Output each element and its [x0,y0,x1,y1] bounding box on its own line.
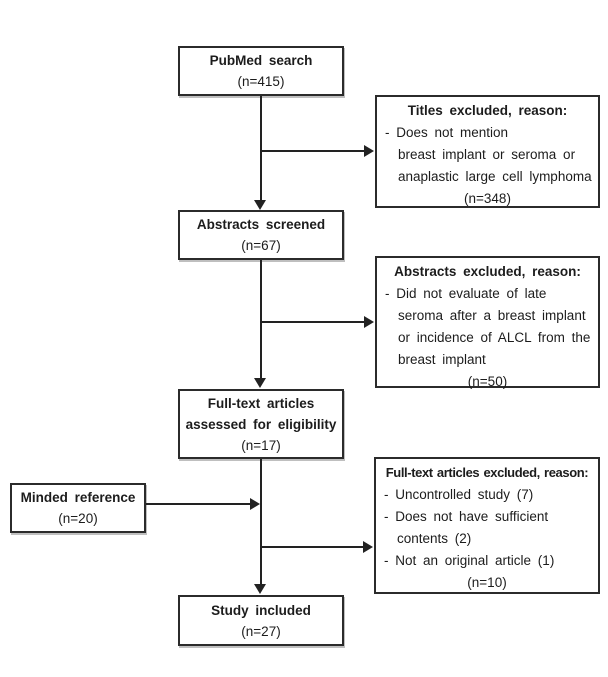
connector-to-titles-excluded [261,150,364,152]
titles-excluded-box: Titles excluded, reason: - Does not ment… [375,95,600,208]
connector-minded-reference [146,503,250,505]
minded-reference-box: Minded reference (n=20) [10,483,146,533]
arrowhead-right-minded-reference [250,498,260,510]
fulltext-excluded-line: - Uncontrolled study (7) [384,487,534,502]
abstracts-screened-box: Abstracts screened (n=67) [178,210,344,260]
abstracts-excluded-title: Abstracts excluded, reason: [394,264,581,279]
study-included-count: (n=27) [241,623,281,639]
arrowhead-down-fulltext [254,378,266,388]
minded-reference-label: Minded reference [20,490,136,505]
fulltext-excluded-line: contents (2) [397,531,472,546]
fulltext-excluded-count: (n=10) [467,575,507,590]
pubmed-search-label: PubMed search [209,53,313,68]
titles-excluded-line: breast implant or seroma or [398,147,576,162]
pubmed-search-box: PubMed search (n=415) [178,46,344,96]
fulltext-excluded-line: - Not an original article (1) [384,553,555,568]
arrowhead-right-titles-excluded [364,145,374,157]
titles-excluded-count: (n=348) [464,191,511,206]
fulltext-excluded-title: Full-text articles excluded, reason: [385,465,589,480]
fulltext-excluded-box: Full-text articles excluded, reason: - U… [374,457,600,594]
arrowhead-right-abstracts-excluded [364,316,374,328]
connector-to-fulltext-excluded [261,546,363,548]
fulltext-assessed-label-line1: Full-text articles [207,395,315,411]
connector-fulltext-to-study [260,459,262,585]
titles-excluded-line: anaplastic large cell lymphoma [398,169,592,184]
arrowhead-right-fulltext-excluded [363,541,373,553]
connector-to-abstracts-excluded [261,321,364,323]
abstracts-excluded-count: (n=50) [467,374,508,389]
abstracts-screened-label: Abstracts screened [196,217,326,232]
arrowhead-down-study-included [254,584,266,594]
arrowhead-down-abstracts [254,200,266,210]
minded-reference-count: (n=20) [58,511,98,526]
study-included-box: Study included (n=27) [178,595,344,646]
connector-abstracts-to-fulltext [260,260,262,379]
connector-pubmed-to-abstracts [260,96,262,201]
titles-excluded-line: - Does not mention [385,125,509,140]
pubmed-search-count: (n=415) [237,74,285,89]
fulltext-assessed-count: (n=17) [241,437,281,453]
abstracts-excluded-line: breast implant [398,352,486,367]
titles-excluded-title: Titles excluded, reason: [407,103,568,118]
fulltext-assessed-box: Full-text articles assessed for eligibil… [178,389,344,459]
abstracts-excluded-box: Abstracts excluded, reason: - Did not ev… [375,256,600,389]
abstracts-excluded-line: - Did not evaluate of late [385,286,547,301]
fulltext-excluded-line: - Does not have sufficient [384,509,549,524]
abstracts-screened-count: (n=67) [241,238,281,253]
study-included-label: Study included [211,602,311,618]
fulltext-assessed-label-line2: assessed for eligibility [185,416,337,432]
abstracts-excluded-line: seroma after a breast implant [398,308,586,323]
abstracts-excluded-line: or incidence of ALCL from the [398,330,591,345]
